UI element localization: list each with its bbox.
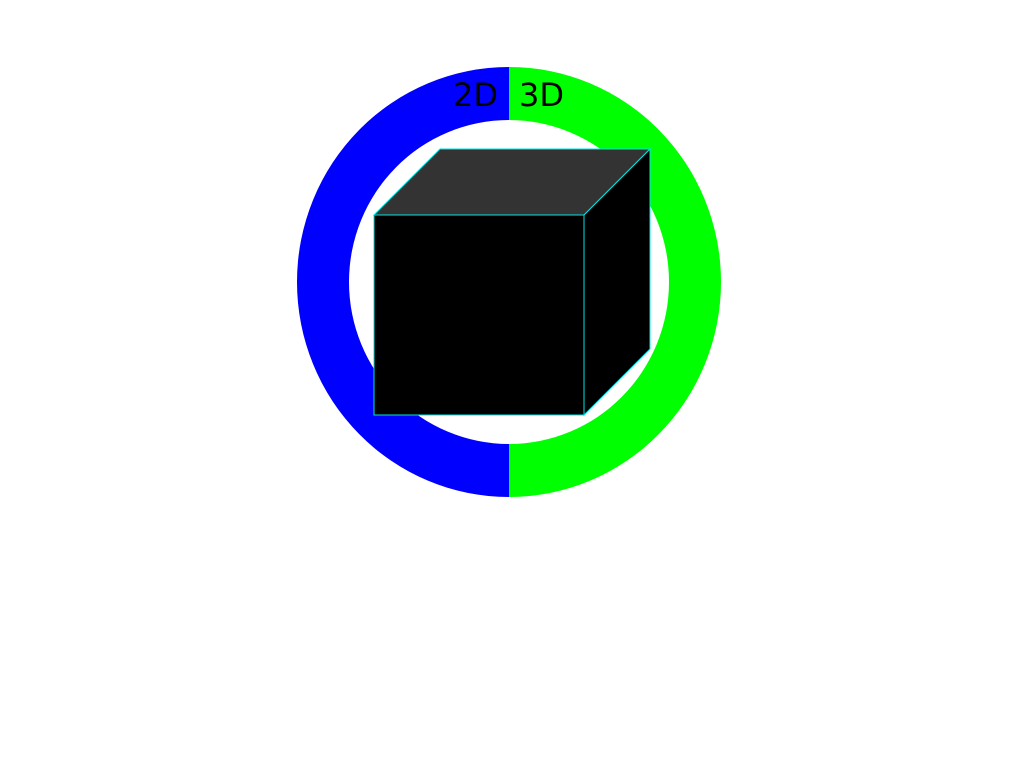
mode-2d-label[interactable]: 2D [453, 76, 498, 114]
mode-3d-label[interactable]: 3D [519, 76, 564, 114]
cube-front-face [373, 214, 585, 416]
cube-icon [372, 147, 652, 417]
mode-3d-button[interactable] [509, 67, 721, 497]
mode-2d-button[interactable] [297, 67, 509, 497]
